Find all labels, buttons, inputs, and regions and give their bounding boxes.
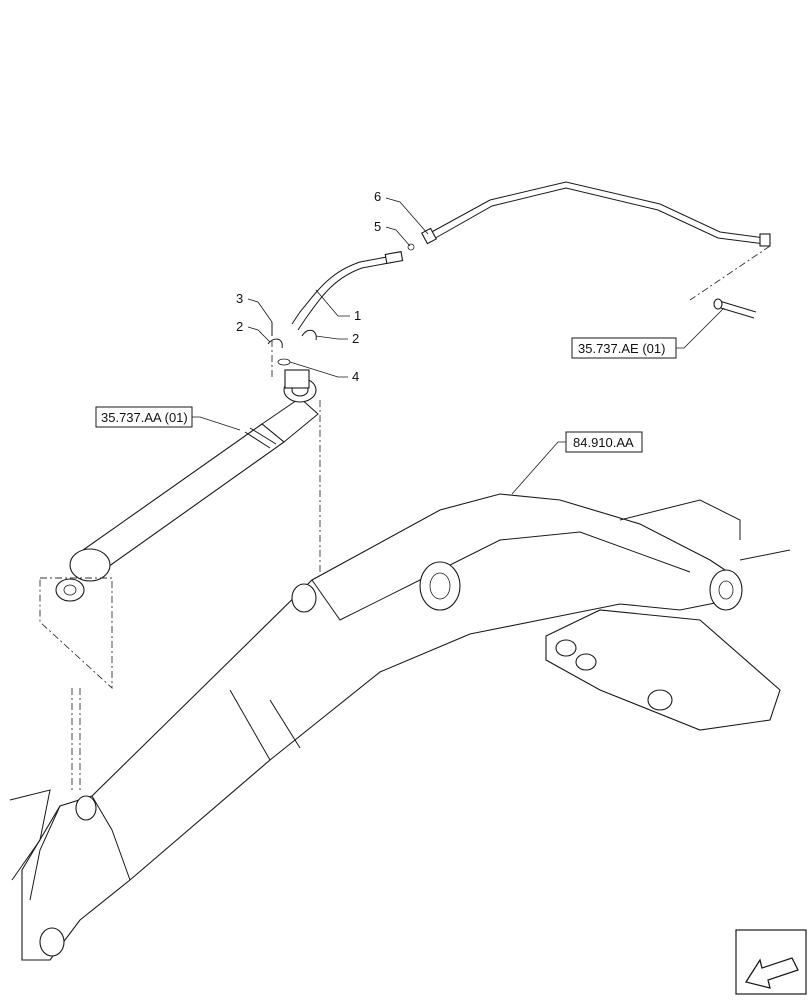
svg-text:84.910.AA: 84.910.AA [573, 435, 634, 450]
svg-text:35.737.AA (01): 35.737.AA (01) [101, 410, 188, 425]
pipe-fitting [713, 298, 757, 319]
boom-cylinder [55, 369, 319, 602]
boom-structure [9, 493, 791, 961]
callout-3[interactable]: 3 [236, 291, 273, 323]
ref-box-84-910-aa[interactable]: 84.910.AA [511, 431, 643, 495]
svg-text:5: 5 [374, 219, 381, 234]
hose-assembly [267, 181, 771, 366]
svg-text:6: 6 [374, 189, 381, 204]
svg-text:1: 1 [354, 308, 361, 323]
svg-text:2: 2 [352, 331, 359, 346]
callout-2-left[interactable]: 2 [236, 319, 271, 343]
svg-text:35.737.AE (01): 35.737.AE (01) [578, 341, 665, 356]
callout-6[interactable]: 6 [374, 189, 429, 235]
view-direction-arrow-icon[interactable] [735, 929, 807, 995]
svg-text:2: 2 [236, 319, 243, 334]
ref-box-35-737-ae[interactable]: 35.737.AE (01) [571, 307, 725, 359]
callout-1[interactable]: 1 [315, 289, 361, 323]
callout-2-right[interactable]: 2 [315, 331, 359, 346]
callout-4[interactable]: 4 [289, 361, 359, 384]
ref-box-35-737-aa[interactable]: 35.737.AA (01) [95, 406, 241, 431]
svg-text:4: 4 [352, 369, 359, 384]
svg-text:3: 3 [236, 291, 243, 306]
callout-5[interactable]: 5 [374, 219, 411, 247]
